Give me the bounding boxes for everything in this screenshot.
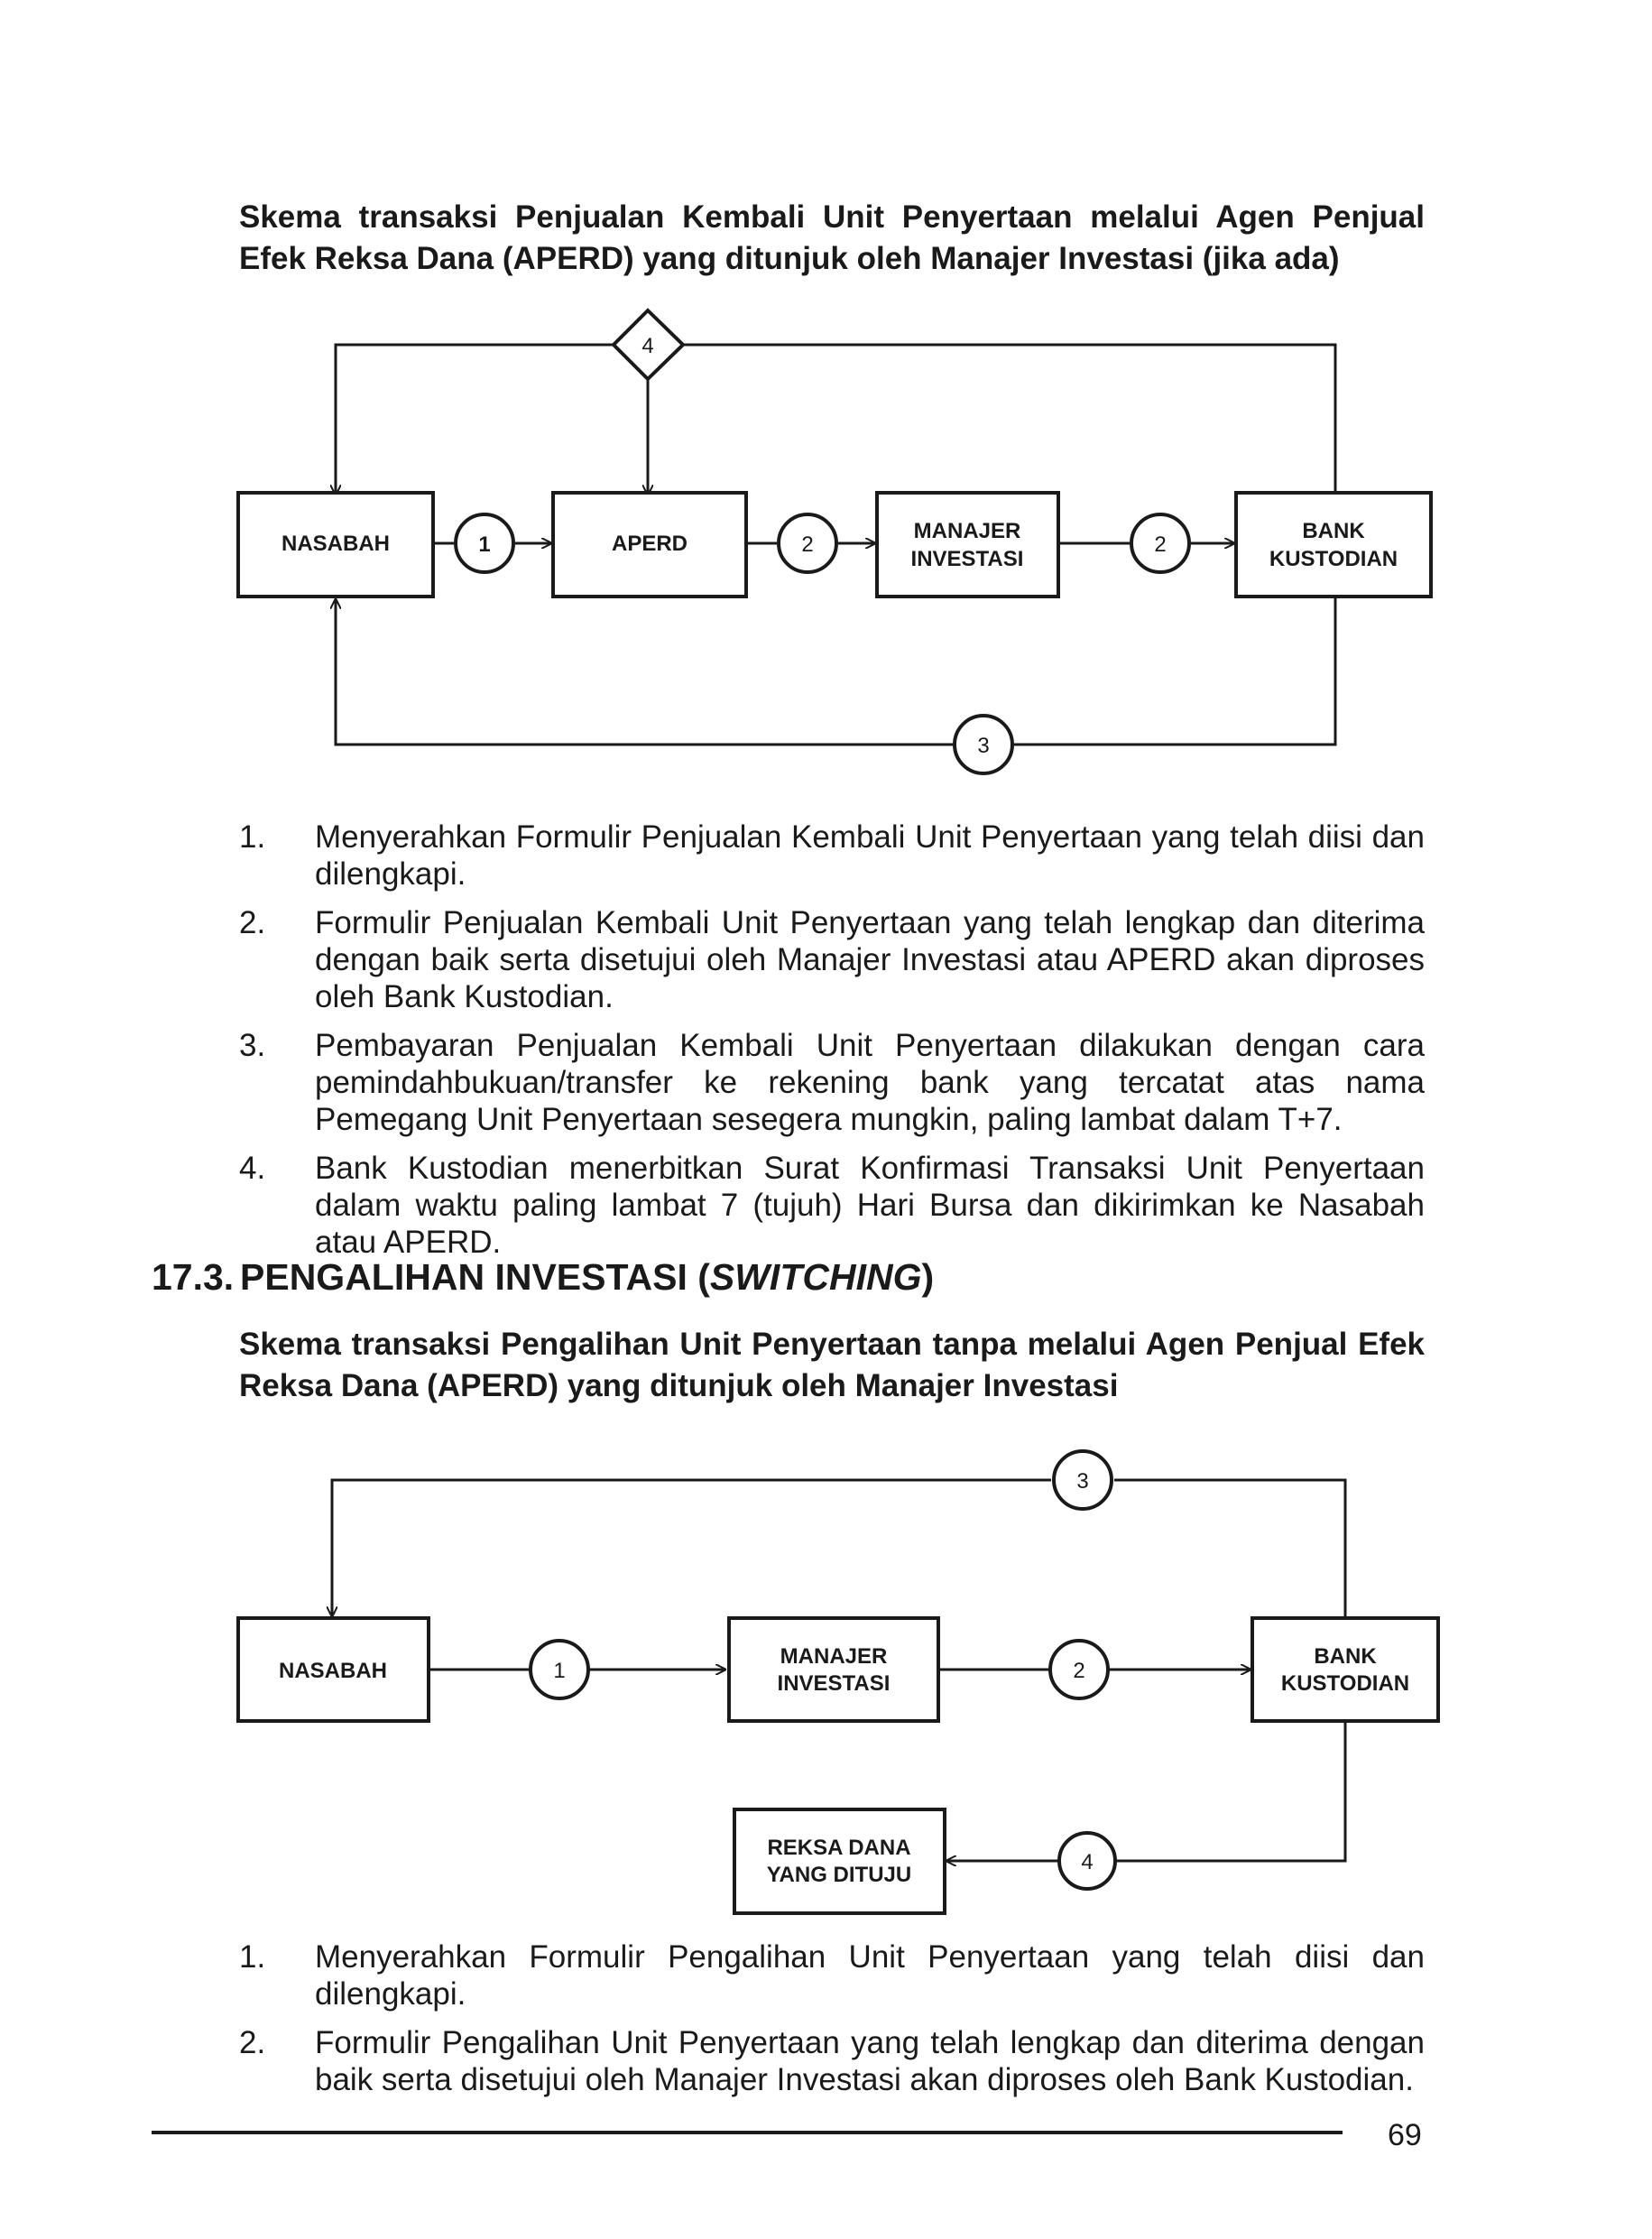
d1-node-manajer-label-2: INVESTASI	[911, 547, 1024, 571]
list-item: 2.Formulir Penjualan Kembali Unit Penyer…	[239, 905, 1425, 1014]
d1-arrow-4-to-nasabah	[336, 343, 614, 495]
diagram-2-heading: Skema transaksi Pengalihan Unit Penyerta…	[239, 1327, 1425, 1403]
d2-step-1-circle	[529, 1639, 590, 1700]
list-item: 1.Menyerahkan Formulir Penjualan Kembali…	[239, 819, 1425, 892]
page-number: 69	[1388, 2118, 1422, 2152]
steps-list-1: 1.Menyerahkan Formulir Penjualan Kembali…	[239, 819, 1425, 1272]
list-item: 1.Menyerahkan Formulir Pengalihan Unit P…	[239, 1939, 1425, 2012]
d2-node-bank-kustodian	[1251, 1616, 1440, 1723]
list-item: 4.Bank Kustodian menerbitkan Surat Konfi…	[239, 1151, 1425, 1260]
d1-step-2a-label: 2	[801, 532, 813, 557]
section-title-italic: SWITCHING	[709, 1256, 922, 1298]
d2-arrow-3-to-nasabah	[332, 1478, 1051, 1616]
d1-node-manajer-label-1: MANAJER	[914, 519, 1021, 543]
d1-node-bank-label-2: KUSTODIAN	[1269, 547, 1398, 571]
d2-node-manajer-investasi	[727, 1616, 940, 1723]
diagram-1-heading: Skema transaksi Penjualan Kembali Unit P…	[239, 199, 1425, 276]
d2-node-reksa-dana-yang-dituju	[733, 1808, 946, 1915]
d1-step-3-circle	[953, 714, 1014, 775]
d1-node-aperd-label: APERD	[612, 532, 688, 556]
d2-step-2-label: 2	[1073, 1659, 1084, 1683]
d1-step-2b-circle	[1130, 513, 1191, 574]
d2-line-bank-to-4	[1115, 1721, 1347, 1863]
d1-step-4-label: 4	[641, 334, 653, 358]
section-number: 17.3.	[152, 1256, 235, 1298]
d1-step-2b-label: 2	[1154, 532, 1166, 557]
d1-step-2a-circle	[777, 513, 838, 574]
d2-node-manajer-label-1: MANAJER	[780, 1644, 888, 1669]
d1-node-bank-label-1: BANK	[1302, 519, 1365, 543]
d2-node-manajer-label-2: INVESTASI	[778, 1671, 891, 1696]
footer-rule	[152, 2131, 1343, 2134]
d2-node-reksa-label-2: YANG DITUJU	[767, 1863, 911, 1887]
d2-step-4-label: 4	[1081, 1850, 1093, 1874]
diagram-2: NASABAH MANAJER INVESTASI BANK KUSTODIAN…	[236, 1449, 1440, 1915]
d1-line-bank-to-4	[683, 343, 1337, 493]
d2-node-nasabah-label: NASABAH	[279, 1659, 387, 1683]
d1-node-manajer-investasi	[875, 491, 1060, 598]
d1-step-1-circle	[454, 513, 515, 574]
d1-node-nasabah	[236, 491, 435, 598]
d1-node-aperd	[551, 491, 748, 598]
steps-list-2: 1.Menyerahkan Formulir Pengalihan Unit P…	[239, 1938, 1425, 2110]
d2-step-1-label: 1	[553, 1659, 565, 1683]
section-title: 17.3.PENGALIHAN INVESTASI (SWITCHING)	[152, 1254, 934, 1300]
section-title-close: )	[921, 1256, 935, 1298]
diagram-1: NASABAH APERD MANAJER INVESTASI BANK KUS…	[236, 308, 1433, 775]
d2-node-nasabah	[236, 1616, 430, 1723]
d2-step-4-circle	[1057, 1831, 1117, 1891]
d2-node-reksa-label-1: REKSA DANA	[767, 1836, 910, 1860]
d2-step-3-label: 3	[1076, 1469, 1088, 1494]
d1-line-bank-to-3	[1014, 597, 1337, 746]
d1-node-bank-kustodian	[1234, 491, 1433, 598]
d2-node-bank-label-1: BANK	[1314, 1644, 1377, 1669]
d1-step-4-diamond	[611, 308, 686, 382]
d2-step-2-circle	[1048, 1639, 1110, 1700]
section-title-text: PENGALIHAN INVESTASI (	[240, 1256, 710, 1298]
d1-step-1-label: 1	[478, 532, 490, 557]
d1-node-nasabah-label: NASABAH	[281, 532, 390, 556]
list-item: 2.Formulir Pengalihan Unit Penyertaan ya…	[239, 2025, 1425, 2097]
list-item: 3.Pembayaran Penjualan Kembali Unit Peny…	[239, 1028, 1425, 1137]
d1-arrow-3-to-nasabah	[336, 599, 953, 746]
d2-step-3-circle	[1052, 1449, 1113, 1511]
d2-line-bank-to-3	[1114, 1478, 1347, 1618]
d1-step-3-label: 3	[977, 734, 989, 758]
d2-node-bank-label-2: KUSTODIAN	[1281, 1671, 1409, 1696]
